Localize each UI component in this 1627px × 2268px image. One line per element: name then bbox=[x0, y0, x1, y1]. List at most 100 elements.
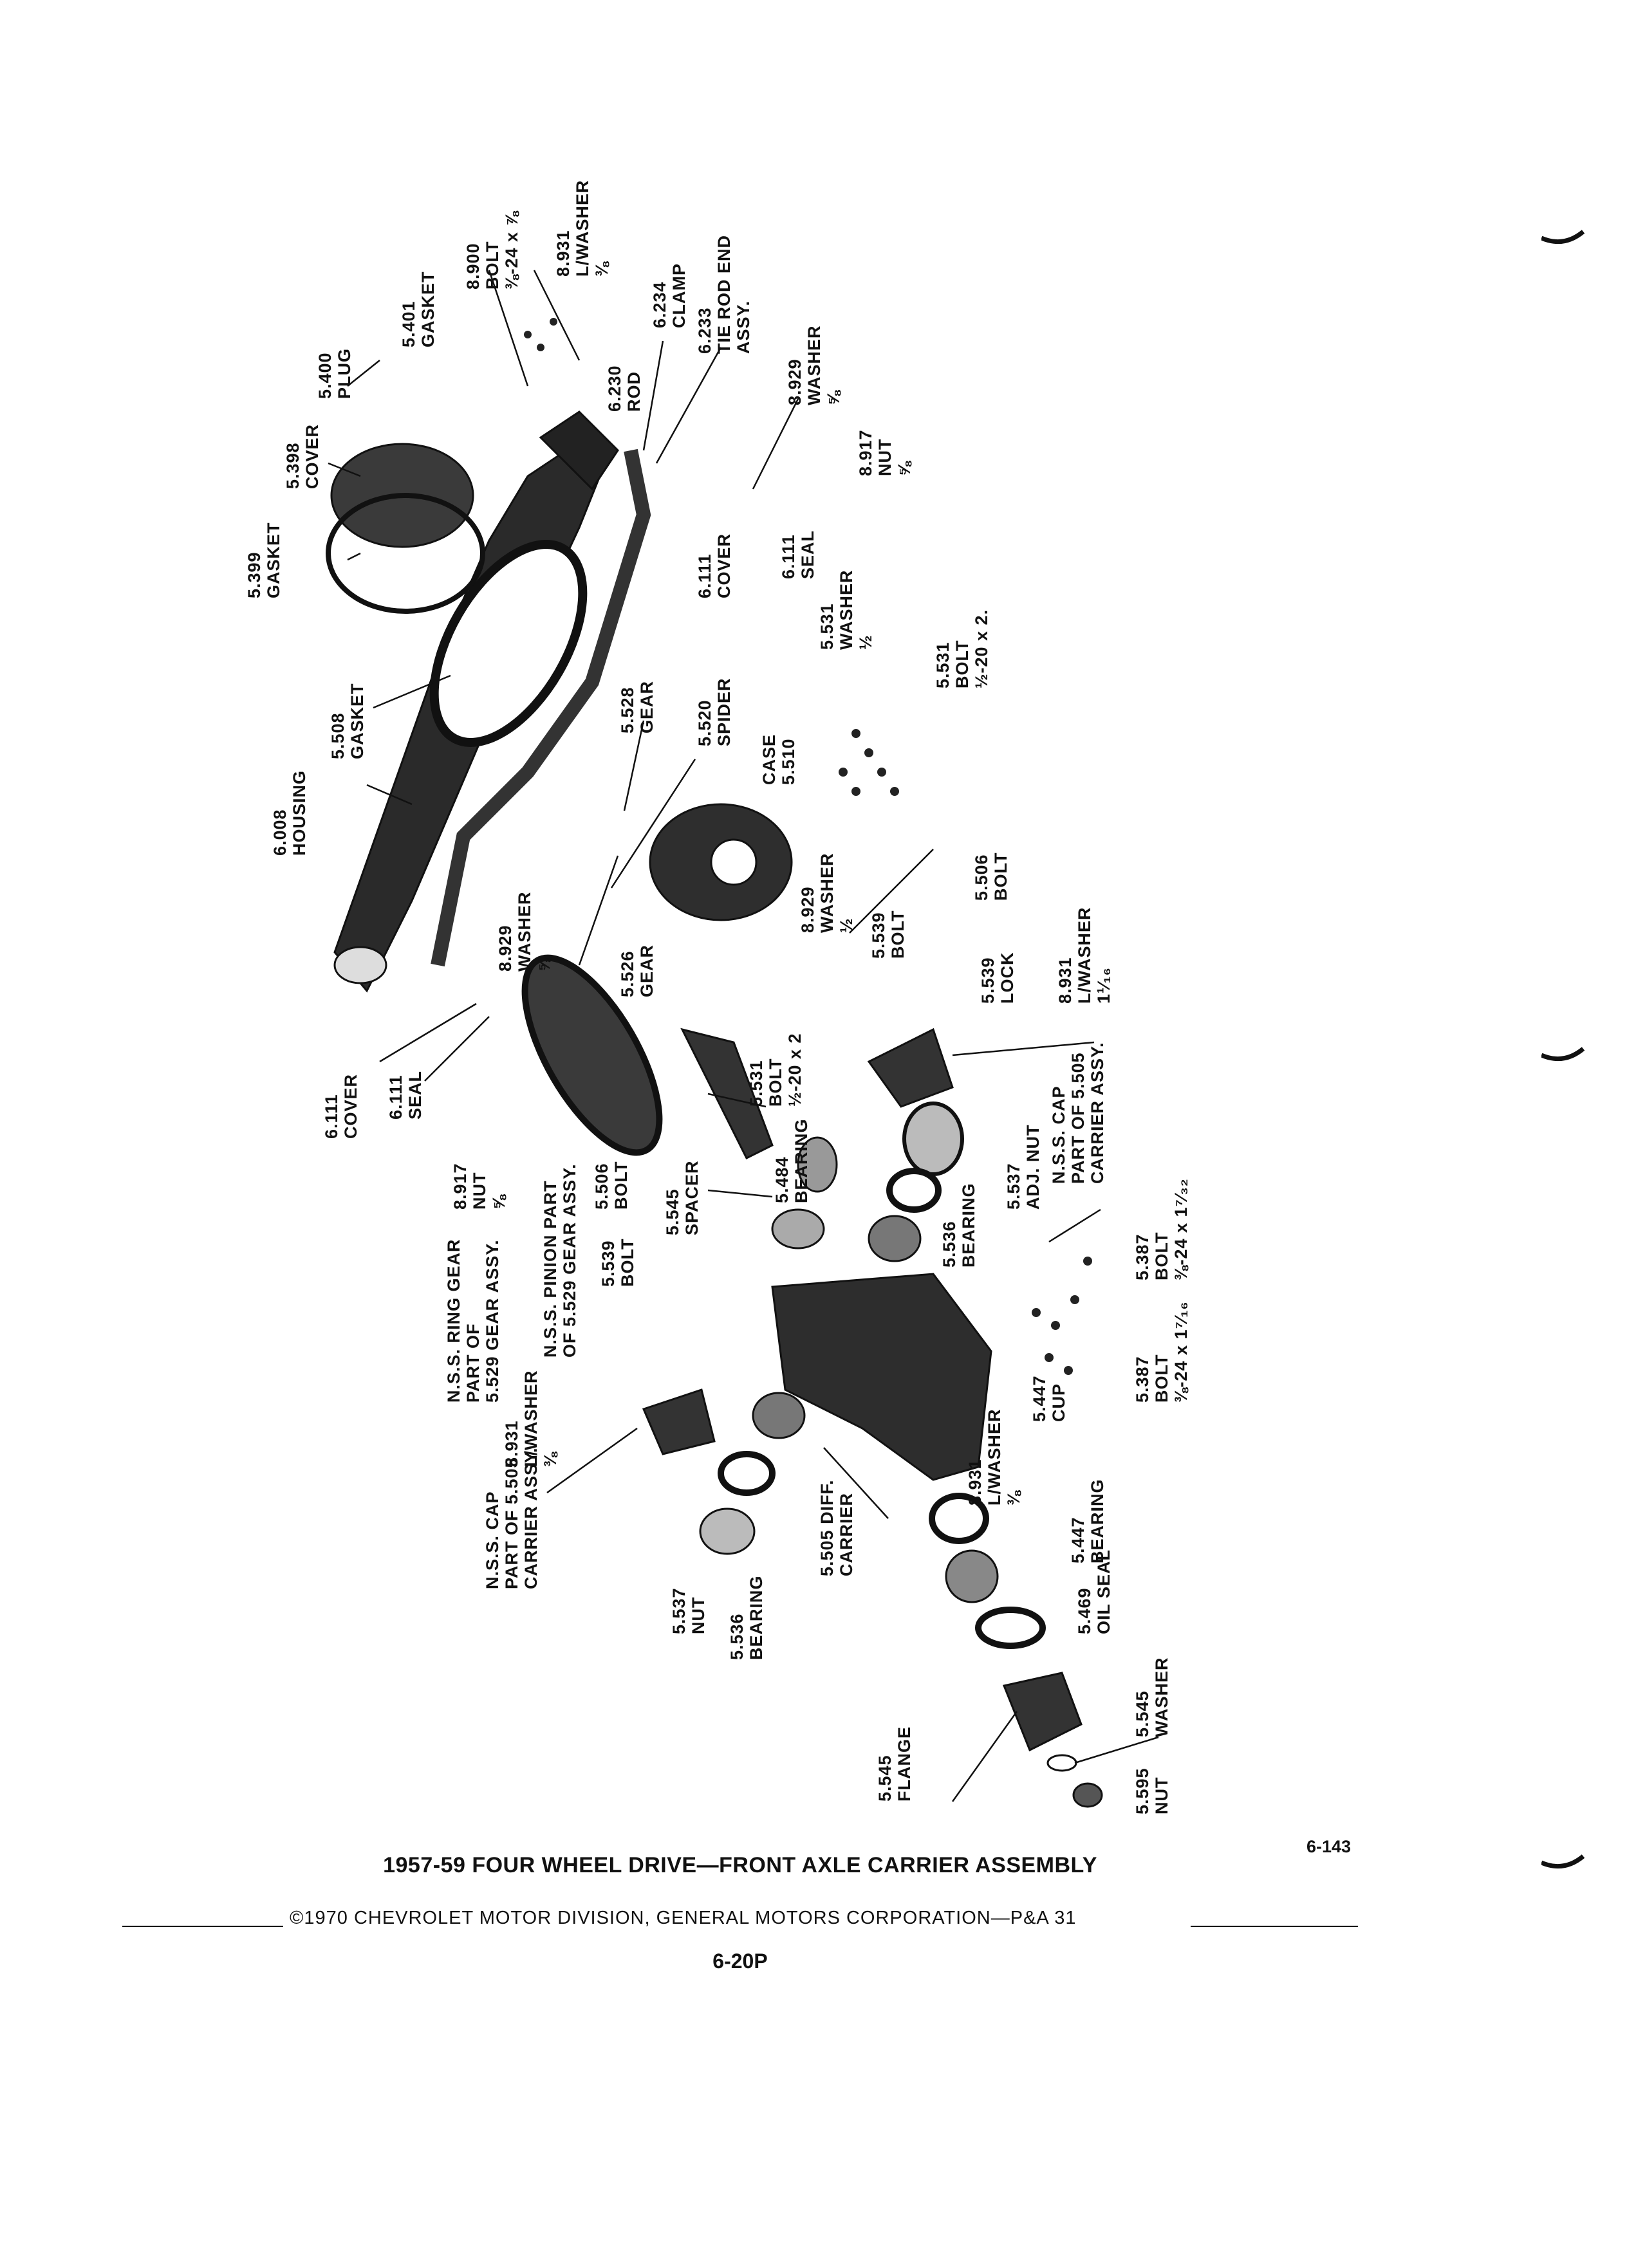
bearing-g bbox=[718, 1451, 776, 1496]
label-line: SEAL bbox=[405, 1070, 425, 1120]
label-line: BOLT bbox=[1152, 1231, 1171, 1280]
label-line: 5.539 bbox=[599, 1240, 618, 1287]
label-line: N.S.S. CAP bbox=[483, 1491, 502, 1589]
cover-gasket bbox=[326, 493, 485, 614]
label-line: 5.506 bbox=[592, 1163, 611, 1210]
cap-shape-right bbox=[867, 1028, 954, 1108]
label-line: 5.537 bbox=[669, 1587, 689, 1634]
label-line: PART OF 5.505 bbox=[502, 1457, 521, 1589]
label-line: BOLT bbox=[483, 241, 502, 290]
label-line: WASHER bbox=[817, 853, 837, 933]
label-line: BEARING bbox=[747, 1575, 766, 1660]
page-edge-mark bbox=[1541, 1047, 1585, 1062]
label-line: BEARING bbox=[959, 1183, 978, 1268]
label-line: 5.520 bbox=[695, 699, 714, 746]
fastener-dots bbox=[524, 318, 1092, 1375]
label-line: ⅜ bbox=[1004, 1490, 1023, 1506]
label-line: BEARING bbox=[792, 1118, 811, 1203]
label-line: ½-20 x 2 bbox=[785, 1033, 804, 1107]
label-line: ⅜-24 x 1⁷⁄₃₂ bbox=[1171, 1178, 1191, 1280]
label-line: 8.917 bbox=[856, 429, 875, 476]
label-line: L/WASHER bbox=[985, 1408, 1004, 1506]
copyright-text: ©1970 CHEVROLET MOTOR DIVISION, GENERAL … bbox=[290, 1908, 1077, 1928]
label-line: 5.401 bbox=[399, 300, 418, 347]
bearing-a bbox=[902, 1102, 964, 1176]
housing-ring bbox=[429, 540, 588, 747]
label-line: LOCK bbox=[998, 952, 1017, 1004]
page-edge-mark bbox=[1541, 230, 1585, 244]
label-line: 6.233 bbox=[695, 307, 714, 354]
label-line: ⅝ bbox=[489, 1194, 508, 1210]
ring-gear-shape bbox=[521, 954, 663, 1156]
label-line: 5.469 bbox=[1075, 1587, 1094, 1634]
label-line: 8.929 bbox=[785, 358, 804, 405]
label-line: OIL SEAL bbox=[1094, 1549, 1113, 1634]
label-line: NUT bbox=[1152, 1776, 1171, 1815]
label-line: ⅜ bbox=[592, 261, 611, 277]
label-line: COVER bbox=[341, 1073, 360, 1139]
label-line: 5.399 bbox=[245, 551, 264, 598]
label-line: GEAR bbox=[637, 944, 656, 997]
bearing-f bbox=[752, 1392, 806, 1439]
label-line: 6.008 bbox=[270, 809, 290, 856]
label-line: 8.900 bbox=[463, 243, 483, 290]
label-line: 5.398 bbox=[283, 442, 302, 489]
label-line: WASHER bbox=[515, 891, 534, 972]
label-line: 5.595 bbox=[1133, 1767, 1152, 1814]
label-line: WASHER bbox=[1152, 1657, 1171, 1737]
label-line: 8.929 bbox=[496, 925, 515, 972]
label-line: 6.111 bbox=[695, 553, 714, 598]
label-line: 8.929 bbox=[798, 886, 817, 933]
label-line: 8.931 bbox=[965, 1459, 985, 1506]
label-line: 5.536 bbox=[940, 1221, 959, 1268]
label-line: 6.111 bbox=[779, 534, 798, 579]
cap-shape-left bbox=[642, 1388, 716, 1455]
oil-seal-shape bbox=[975, 1607, 1046, 1649]
label-line: PART OF bbox=[463, 1323, 483, 1403]
label-line: 6.111 bbox=[386, 1074, 405, 1120]
label-line: 5.510 bbox=[779, 738, 798, 785]
label-line: PLUG bbox=[335, 347, 354, 399]
cup-shape bbox=[929, 1493, 989, 1544]
label-line: SPIDER bbox=[714, 678, 734, 746]
label-line: GASKET bbox=[348, 683, 367, 759]
label-line: L/WASHER bbox=[1075, 907, 1094, 1004]
label-line: CARRIER ASSY. bbox=[521, 1447, 541, 1589]
label-line: BOLT bbox=[611, 1161, 631, 1210]
label-line: WASHER bbox=[837, 569, 856, 650]
page-number: 6-143 bbox=[1306, 1837, 1352, 1856]
label-line: 5.529 GEAR ASSY. bbox=[483, 1239, 502, 1403]
label-line: 5.531 bbox=[817, 603, 837, 650]
label-line: FLANGE bbox=[895, 1726, 914, 1802]
label-line: ⅝ bbox=[534, 956, 553, 972]
pinion-bearing bbox=[945, 1549, 999, 1603]
label-line: BOLT bbox=[888, 910, 907, 959]
label-line: 5.447 bbox=[1030, 1375, 1049, 1422]
label-line: COVER bbox=[714, 533, 734, 598]
label-line: 5.484 bbox=[772, 1156, 792, 1203]
case-bore bbox=[710, 838, 758, 886]
carrier-shape bbox=[771, 1273, 992, 1481]
